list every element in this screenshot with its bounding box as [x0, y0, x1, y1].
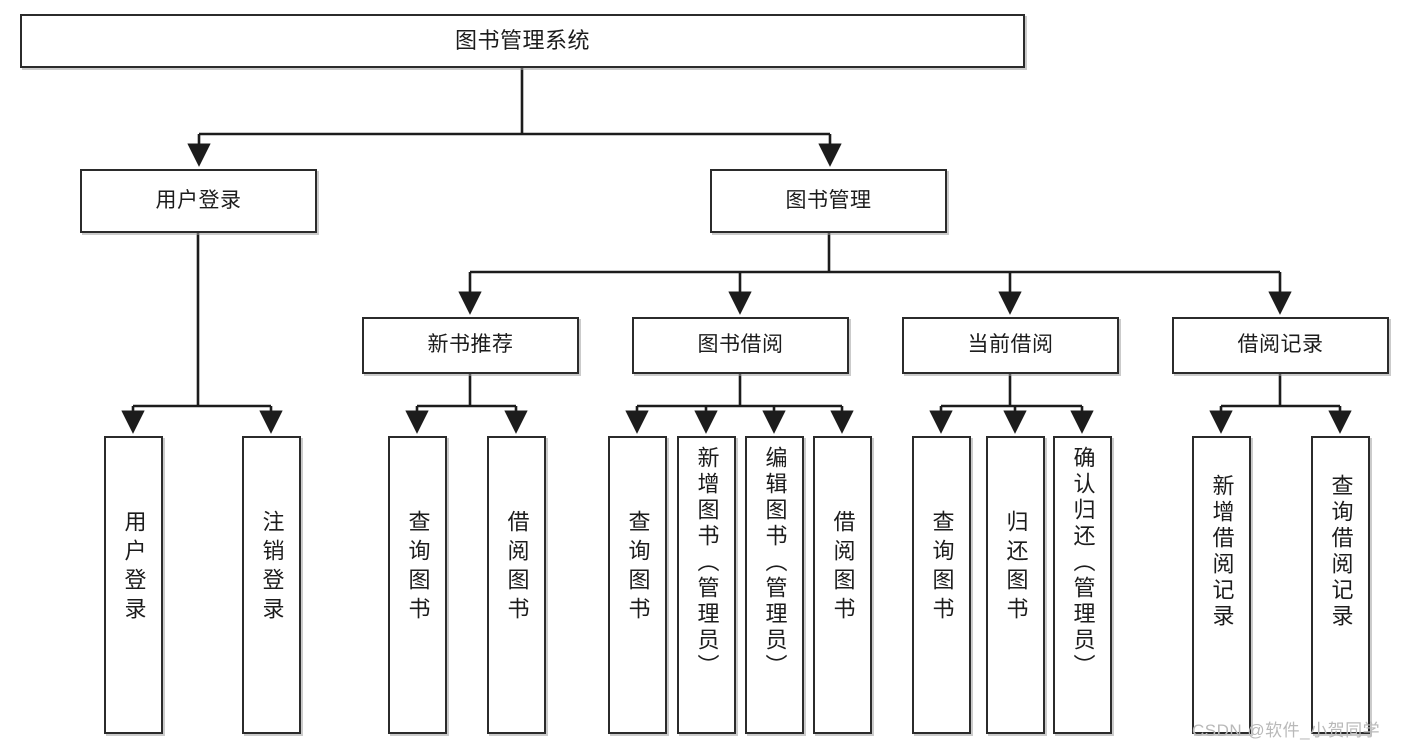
- node-leaf-edit-book-label: 编辑图书（管理员）: [762, 446, 788, 680]
- node-new-book-rec-label: 新书推荐: [427, 333, 514, 357]
- node-leaf-edit-book[interactable]: 编辑图书（管理员）: [745, 436, 804, 734]
- watermark: CSDN @软件_小贺同学: [1192, 721, 1381, 740]
- node-leaf-add-book-label: 新增图书（管理员）: [694, 446, 720, 680]
- node-leaf-query-book-3[interactable]: 查询图书: [912, 436, 971, 734]
- node-leaf-query-book-2-label: 查询图书: [625, 510, 651, 626]
- node-leaf-logout-label: 注销登录: [259, 510, 285, 626]
- node-leaf-borrow-book-1-label: 借阅图书: [504, 510, 530, 626]
- node-book-manage[interactable]: 图书管理: [710, 169, 947, 233]
- node-leaf-return-book-label: 归还图书: [1003, 510, 1029, 626]
- node-leaf-query-book-1-label: 查询图书: [405, 510, 431, 626]
- node-book-borrow-label: 图书借阅: [697, 333, 784, 357]
- node-leaf-user-login-label: 用户登录: [121, 510, 147, 626]
- node-leaf-query-record-label: 查询借阅记录: [1328, 474, 1354, 630]
- node-leaf-borrow-book-1[interactable]: 借阅图书: [487, 436, 546, 734]
- node-book-borrow[interactable]: 图书借阅: [632, 317, 849, 374]
- node-borrow-record[interactable]: 借阅记录: [1172, 317, 1389, 374]
- node-book-manage-label: 图书管理: [785, 188, 872, 212]
- node-leaf-return-book[interactable]: 归还图书: [986, 436, 1045, 734]
- node-current-borrow[interactable]: 当前借阅: [902, 317, 1119, 374]
- node-leaf-add-record[interactable]: 新增借阅记录: [1192, 436, 1251, 734]
- node-user-login-label: 用户登录: [155, 188, 242, 212]
- node-leaf-logout[interactable]: 注销登录: [242, 436, 301, 734]
- node-leaf-query-record[interactable]: 查询借阅记录: [1311, 436, 1370, 734]
- node-current-borrow-label: 当前借阅: [967, 333, 1054, 357]
- node-root-label: 图书管理系统: [454, 28, 590, 54]
- node-new-book-rec[interactable]: 新书推荐: [362, 317, 579, 374]
- node-leaf-add-record-label: 新增借阅记录: [1209, 474, 1235, 630]
- node-user-login[interactable]: 用户登录: [80, 169, 317, 233]
- node-borrow-record-label: 借阅记录: [1237, 333, 1324, 357]
- node-leaf-query-book-2[interactable]: 查询图书: [608, 436, 667, 734]
- node-root[interactable]: 图书管理系统: [20, 14, 1025, 68]
- node-leaf-user-login[interactable]: 用户登录: [104, 436, 163, 734]
- node-leaf-query-book-3-label: 查询图书: [929, 510, 955, 626]
- node-leaf-borrow-book-2-label: 借阅图书: [830, 510, 856, 626]
- node-leaf-confirm-return[interactable]: 确认归还（管理员）: [1053, 436, 1112, 734]
- node-leaf-borrow-book-2[interactable]: 借阅图书: [813, 436, 872, 734]
- node-leaf-add-book[interactable]: 新增图书（管理员）: [677, 436, 736, 734]
- node-leaf-confirm-return-label: 确认归还（管理员）: [1070, 446, 1096, 680]
- node-leaf-query-book-1[interactable]: 查询图书: [388, 436, 447, 734]
